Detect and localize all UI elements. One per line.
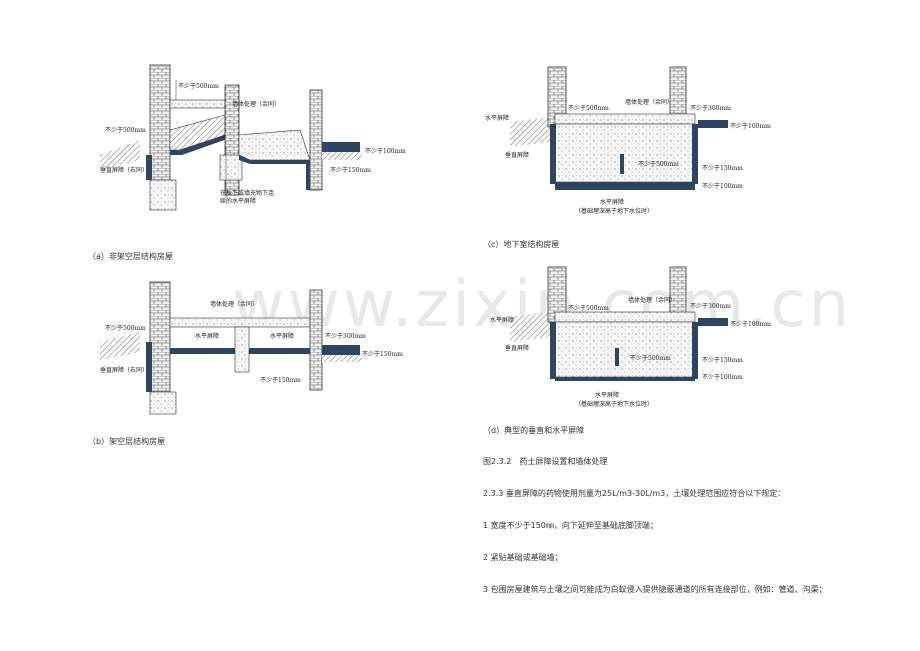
label-vertical-barrier-c: 垂直屏障 [505,151,529,159]
label-min300-d: 不少于300mm [690,303,731,310]
vertical-barrier-left-b [146,342,152,392]
label-bottom-barrier-d: 水平屏障 [595,391,619,399]
bottom-barrier-d [555,377,695,381]
surface-barrier [322,142,360,152]
label-min100-right-c: 不少于100mm [730,123,771,130]
slab-right [238,129,311,161]
label-min100-bottom-d: 不少于100mm [702,374,743,381]
label-min500-top: 不少于500mm [178,83,219,90]
horizontal-barrier-right [239,155,312,164]
label-min500-top-c: 不少于500mm [568,105,609,112]
vertical-barrier-left-d [550,322,556,379]
brick-wall-left-b [149,281,171,393]
surface-barrier-c [698,120,728,128]
basement-c [554,123,696,183]
footing-mid [219,154,243,181]
soil-left [100,140,140,170]
soil-right-b [322,355,362,362]
label-wall-treat: 墙体处理（余同） [232,100,280,108]
label-horiz-barrier-2: 水平屏障 [270,332,294,340]
surface-barrier-d [698,318,728,326]
footing-left-b [149,391,177,415]
list-item-1: 1 宽度不少于150㎜，向下延伸至基础底脚顶端； [483,521,658,530]
label-vertical-barrier-d: 垂直屏障 [505,344,529,352]
label-min150-right-b: 不少于150mm [362,351,403,358]
brick-wall-left [149,64,171,181]
label-min150-c: 不少于150mm [702,165,743,172]
label-vertical-barrier-b: 垂直屏障（右同） [100,366,148,374]
label-min100-bottom-c: 不少于100mm [702,183,743,190]
soil-left-d [510,312,550,342]
figure-title: 图2.3.2 药土屏障设置和墙体处理 [483,457,608,466]
label-min150: 不少于150mm [330,167,371,174]
caption-figure-d: （d）典型的垂直和水平屏障 [483,426,585,435]
label-min300-b: 不少于300mm [325,333,366,340]
soil-right [322,152,362,160]
floor-slab-b [169,317,316,328]
soil-left-c [510,117,550,147]
label-horiz-barrier-1: 水平屏障 [195,332,219,340]
label-wall-treat-d: 墙体处理（余同） [628,296,676,304]
vertical-barrier-left-c [550,124,556,184]
surface-barrier-b [322,345,360,355]
label-vertical-barrier: 垂直屏障（右同） [100,166,148,174]
label-bottom-note-d: （基础埋深高于地下水位时） [575,400,653,408]
label-min100-right-d: 不少于100mm [730,321,771,328]
pipe-d [615,348,619,366]
pipe-c [620,154,624,174]
label-min500-left-b: 不少于500mm [105,325,146,332]
label-min500-left: 不少于500mm [105,127,146,134]
brick-wall-right [309,89,323,191]
vertical-barrier-right-d [692,322,698,379]
footing-left [149,179,177,211]
soil-left-b [100,332,140,360]
caption-figure-a: （a）非架空层结构房屋 [88,252,173,261]
label-note-1: 在板下或填充物下连 [220,189,274,197]
label-min500-mid-d: 不少于500mm [630,355,671,362]
figure-d-diagram: 墙体处理（余同） 不少于300mm 不少于500mm 水平屏障 不少于100mm… [480,262,780,412]
label-min150-d: 不少于150mm [702,357,743,364]
label-bottom-note-c: （基础埋深高于地下水位时） [575,207,653,215]
brick-wall-right-b [309,289,323,391]
figure-a-diagram: 不少于500mm 墙体处理（余同） 不少于500mm 不少于100mm 不少于1… [100,60,420,225]
label-note-2: 续的水平屏障 [220,197,256,205]
label-min300-c: 不少于300mm [690,105,731,112]
caption-figure-b: （b）架空层结构房屋 [88,437,166,446]
caption-figure-c: （c）地下室结构房屋 [483,240,560,249]
ground-slab-c [554,113,696,125]
ground-slab-d [554,311,696,323]
label-horiz-barrier-c: 水平屏障 [485,114,509,122]
label-min500-top-d: 不少于500mm [568,305,609,312]
vertical-barrier-left [146,155,152,180]
paragraph-2-3-3: 2.3.3 垂直屏障的药物使用剂量为25L/m3-30L/m3，土壤处理范围应符… [483,489,786,498]
label-horiz-barrier-d: 水平屏障 [490,316,514,324]
slab-top [169,99,226,109]
label-bottom-barrier-c: 水平屏障 [600,198,624,206]
horizontal-barrier-a [170,135,230,155]
label-min100: 不少于100mm [365,148,406,155]
vertical-barrier-right [306,160,310,190]
vertical-barrier-right-c [692,124,698,184]
pier-mid-b [234,326,250,373]
bottom-barrier-c [555,182,695,190]
figure-b-diagram: 墙体处理（余同） 不少于500mm 水平屏障 水平屏障 不少于300mm 不少于… [100,280,420,420]
figure-c-diagram: 不少于500mm 墙体处理（余同） 不少于300mm 水平屏障 不少于100mm… [480,62,780,222]
basement-d [554,321,696,378]
label-wall-treat-c: 墙体处理（余同） [625,98,673,106]
label-wall-treat-b: 墙体处理（余同） [210,300,258,308]
label-min500-mid-c: 不少于500mm [638,161,679,168]
list-item-3: 3 包围房屋建筑与土壤之间可能成为白蚁侵入提供隐蔽通道的所有连接部位，例如：管道… [483,585,827,594]
label-min150-bottom-b: 不少于150mm [260,377,301,384]
list-item-2: 2 紧贴基础或基础墙； [483,553,563,562]
